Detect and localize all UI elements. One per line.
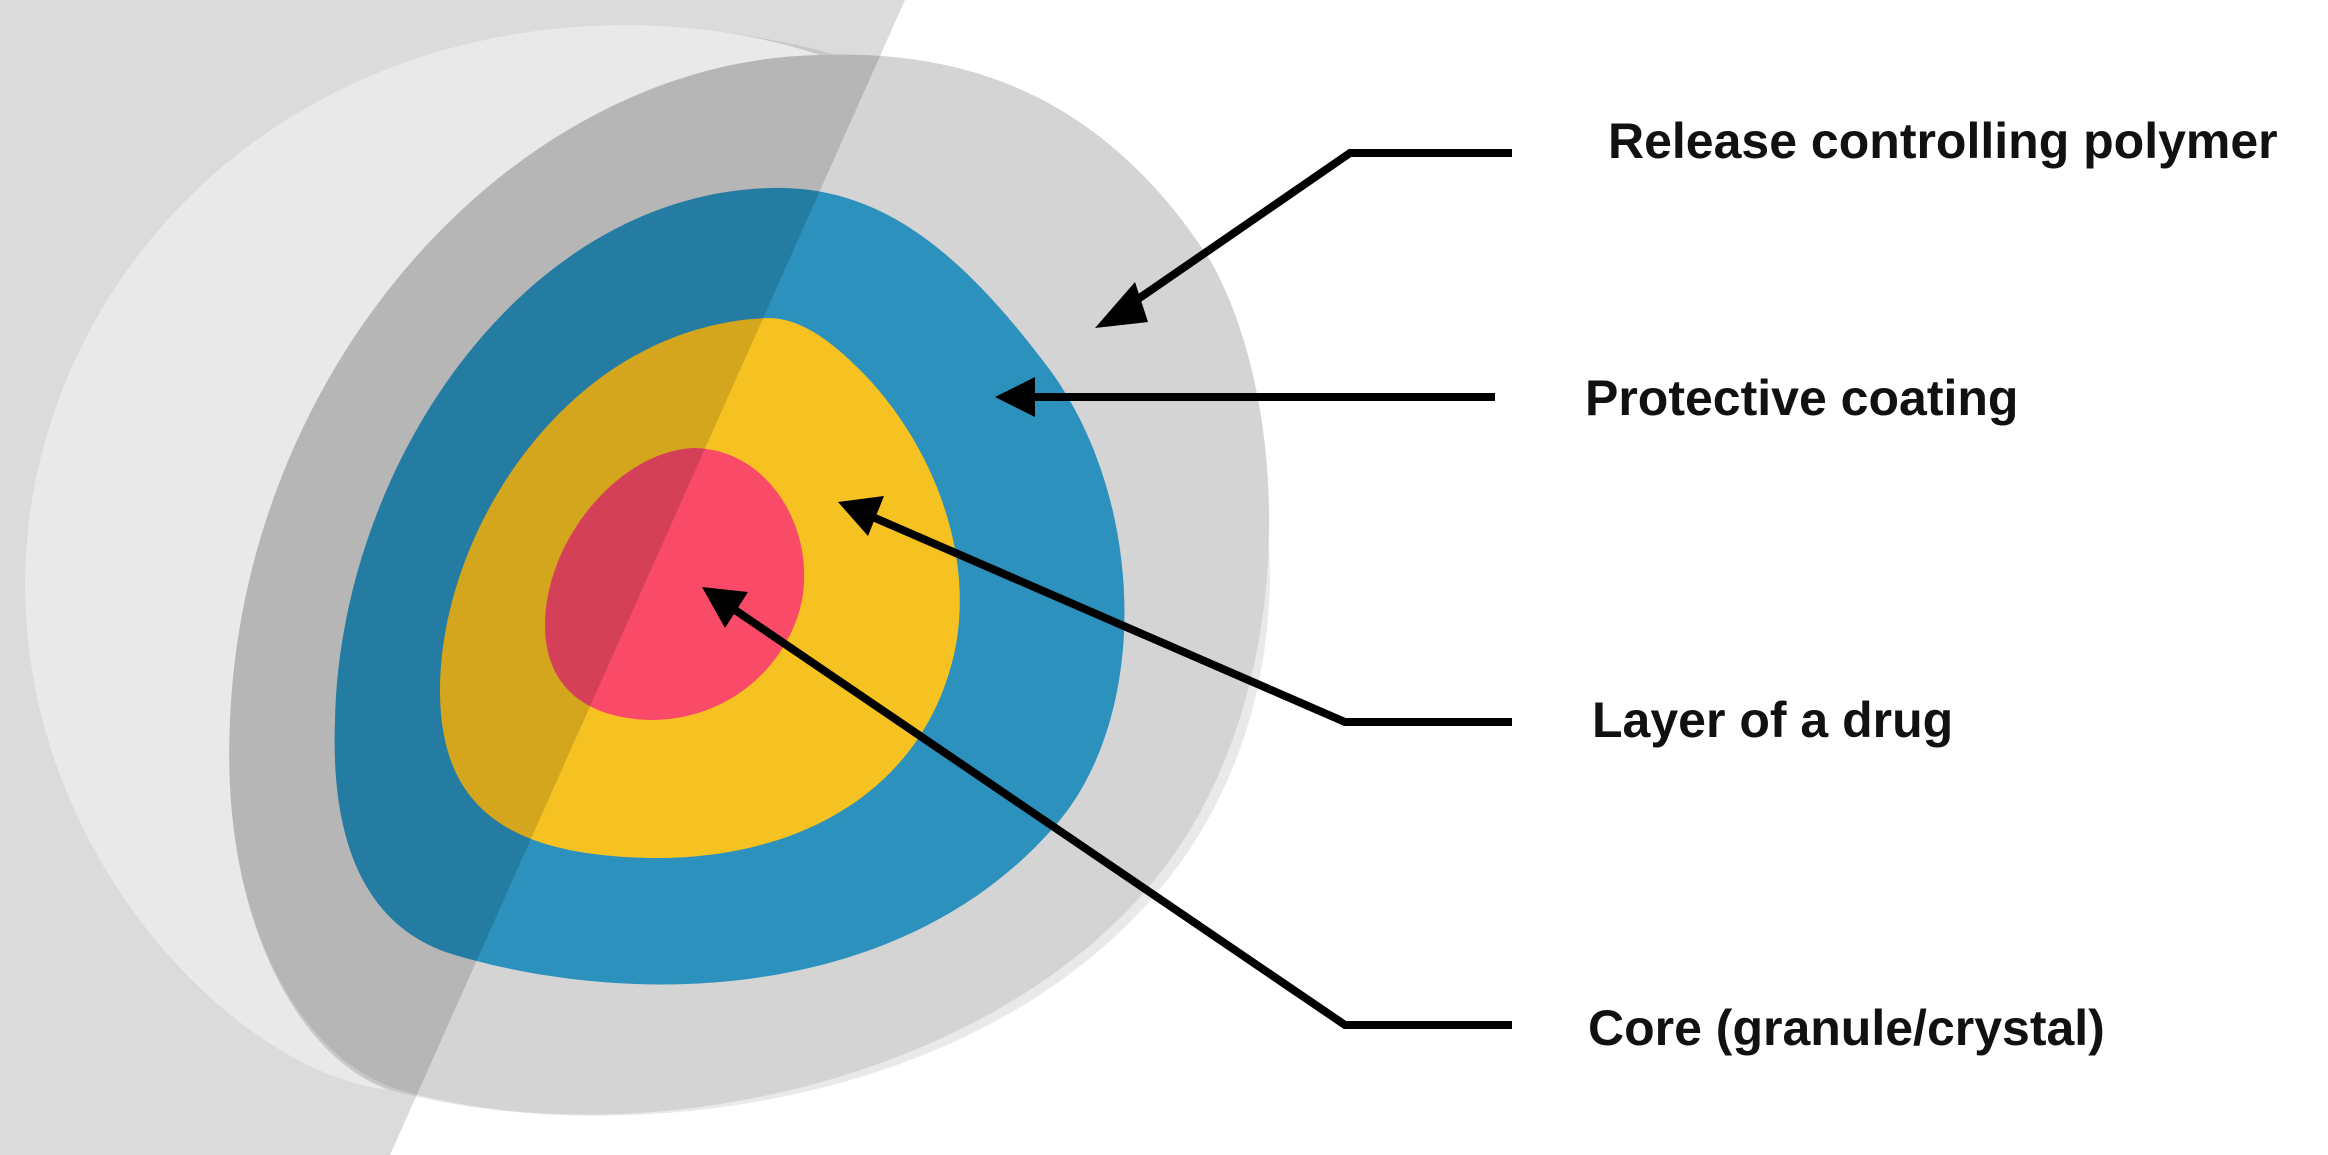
arrowhead-drug-layer — [838, 496, 884, 536]
arrowhead-protective-coating — [995, 377, 1035, 417]
leader-line-drug-layer — [873, 514, 1512, 726]
label-release-controlling-polymer: Release controlling polymer — [1608, 113, 2278, 169]
outer-shell-front — [25, 24, 820, 1090]
label-protective-coating: Protective coating — [1585, 370, 2018, 426]
core-layer — [545, 448, 805, 720]
arrowhead-core — [702, 587, 748, 628]
arrowhead-release-polymer — [1095, 282, 1148, 328]
label-layer-of-a-drug: Layer of a drug — [1592, 692, 1953, 748]
label-core: Core (granule/crystal) — [1588, 1000, 2105, 1056]
labels: Release controlling polymer Protective c… — [1585, 113, 2278, 1056]
leader-lines — [702, 149, 1512, 1029]
leader-line-core — [732, 606, 1512, 1029]
leader-line-release-polymer — [1122, 149, 1512, 312]
